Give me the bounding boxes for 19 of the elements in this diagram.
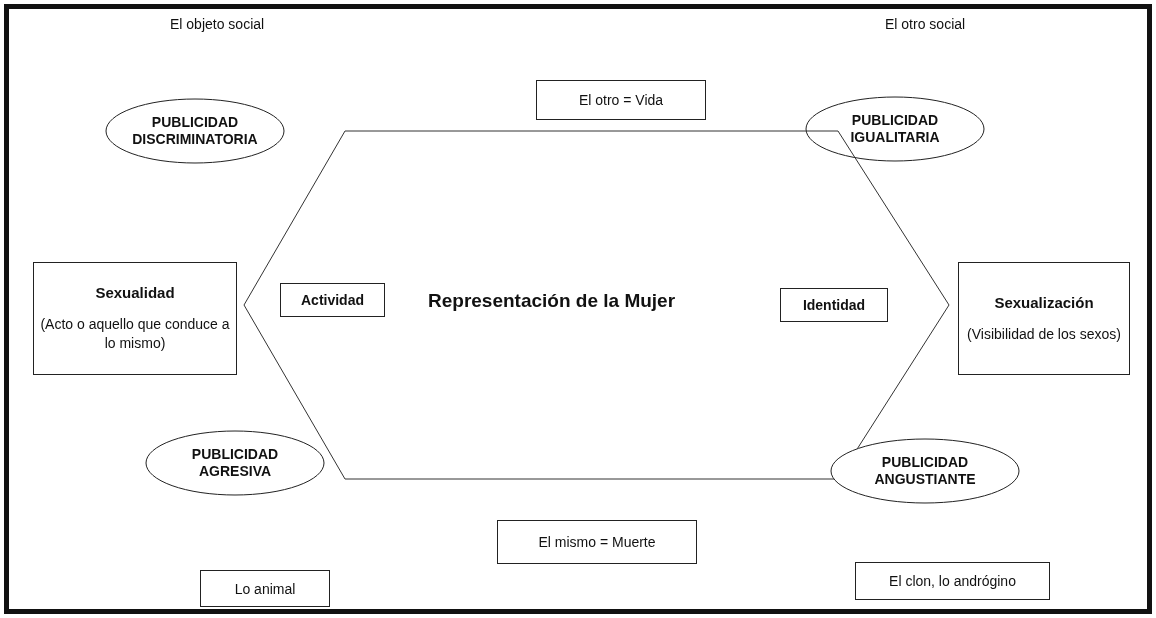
section-label: El objeto social: [170, 16, 265, 32]
box-heading: Sexualidad: [95, 284, 175, 302]
central-title: Representación de la Mujer: [428, 290, 676, 312]
category-label: PUBLICIDAD DISCRIMINATORIA: [131, 113, 259, 149]
text-box: Identidad: [780, 288, 888, 322]
category-label: PUBLICIDAD AGRESIVA: [190, 445, 280, 481]
category-label: PUBLICIDAD ANGUSTIANTE: [873, 453, 977, 489]
category-label: PUBLICIDAD IGUALITARIA: [849, 111, 941, 147]
box-description: (Visibilidad de los sexos): [967, 324, 1121, 344]
text-box: Lo animal: [200, 570, 330, 607]
text-box: El otro = Vida: [536, 80, 706, 120]
section-label: El otro social: [885, 16, 966, 32]
text-box: [958, 262, 1130, 375]
text-box: El mismo = Muerte: [497, 520, 697, 564]
box-description: (Acto o aquello que conduce a lo mismo): [40, 315, 230, 353]
box-heading: Sexualización: [994, 293, 1094, 311]
text-box: El clon, lo andrógino: [855, 562, 1050, 600]
text-box: Actividad: [280, 283, 385, 317]
text-box: [33, 262, 237, 375]
